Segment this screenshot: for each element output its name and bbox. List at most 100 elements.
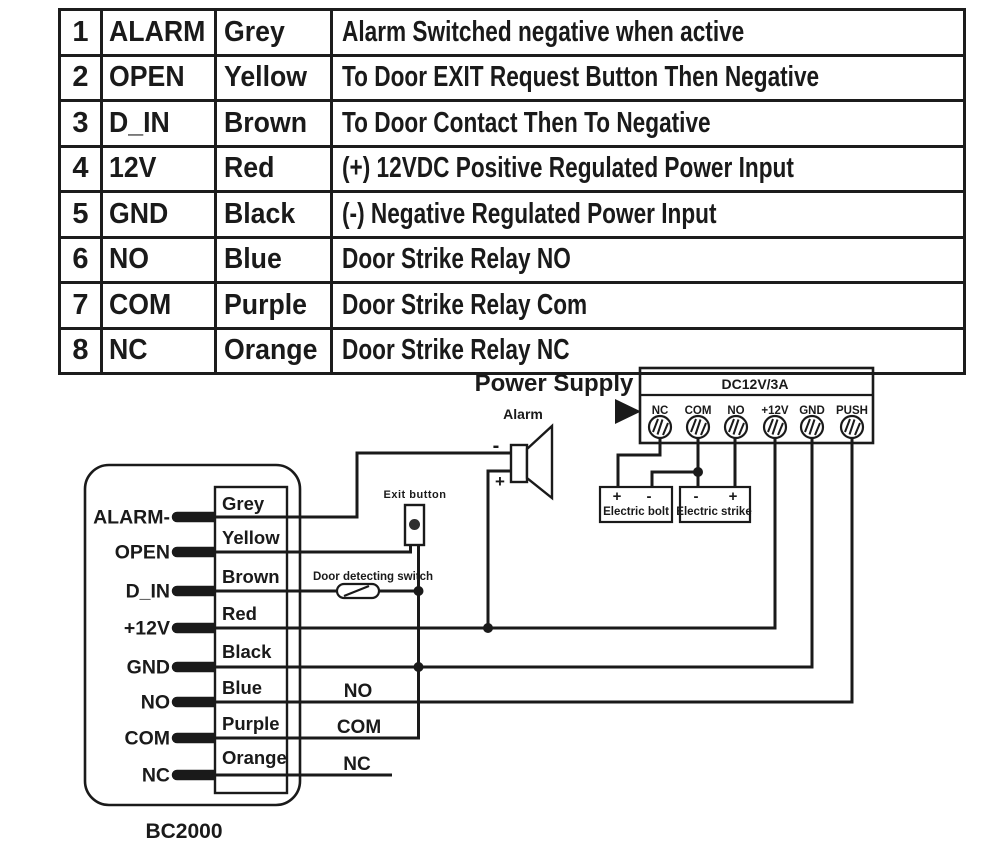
table-row: 6 NO Blue Door Strike Relay NO [58, 235, 966, 284]
table-row: 4 12V Red (+) 12VDC Positive Regulated P… [58, 144, 966, 193]
pin-label-com: COM [125, 728, 171, 750]
controller-box [83, 463, 302, 807]
pin-definition-table: 1 ALARM Grey Alarm Switched negative whe… [58, 8, 966, 375]
purple-com-wire [215, 545, 420, 740]
wire-color: Yellow [213, 53, 333, 102]
wire-label-orange: Orange [222, 747, 287, 768]
pin-number: 5 [58, 190, 103, 239]
pin-name: GND [100, 190, 217, 239]
pin-description: To Door EXIT Request Button Then Negativ… [329, 53, 966, 102]
pin-description: To Door Contact Then To Negative [329, 99, 966, 148]
bolt-plus-sign: + [613, 488, 622, 505]
junction-dot [693, 467, 703, 477]
screw-terminal-icon [799, 414, 825, 440]
grey-alarm-wire [215, 451, 512, 519]
screw-terminals [647, 414, 865, 440]
terminal-label-push: PUSH [836, 405, 868, 417]
red-12v-wire [215, 432, 777, 630]
wire-label-grey: Grey [222, 493, 265, 514]
table-row: 3 D_IN Brown To Door Contact Then To Neg… [58, 99, 966, 148]
pin-number: 4 [58, 144, 103, 193]
junction-dots [413, 467, 703, 672]
button-icon [409, 519, 420, 530]
psu-box [638, 366, 875, 445]
pin-name: ALARM [100, 8, 217, 57]
pin-label-nc: NC [142, 765, 170, 787]
connector-strip [213, 485, 289, 795]
pin-description: Door Strike Relay Com [329, 281, 966, 330]
pin-label-alarm: ALARM- [93, 507, 170, 529]
relay-wire-label-no: NO [344, 681, 373, 702]
electric-bolt-label: Electric bolt [603, 506, 669, 518]
pin-name: OPEN [100, 53, 217, 102]
electric-strike-label: Electric strike [676, 506, 751, 518]
relay-wire-label-nc: NC [343, 754, 371, 775]
pin-name: NO [100, 235, 217, 284]
terminal-label-gnd: GND [799, 405, 825, 417]
table-row: 5 GND Black (-) Negative Regulated Power… [58, 190, 966, 239]
power-supply-label: Power Supply [475, 370, 634, 397]
electric-bolt-box [598, 485, 674, 524]
wire-label-blue: Blue [222, 677, 262, 698]
pin-description: Alarm Switched negative when active [329, 8, 966, 57]
power-supply-unit [615, 366, 875, 445]
electric-strike-box [678, 485, 752, 524]
pin-number: 6 [58, 235, 103, 284]
pin-number: 2 [58, 53, 103, 102]
switch-blade [343, 584, 370, 598]
pin-number: 3 [58, 99, 103, 148]
pin-number: 1 [58, 8, 103, 57]
wire-lugs [171, 511, 220, 781]
terminal-label-12v: +12V [761, 405, 789, 417]
screw-terminal-icon [723, 414, 749, 440]
relay-wire-label-com: COM [337, 717, 381, 738]
pin-name: D_IN [100, 99, 217, 148]
door-switch [335, 582, 381, 600]
pin-description: (-) Negative Regulated Power Input [329, 190, 966, 239]
table-row: 2 OPEN Yellow To Door EXIT Request Butto… [58, 53, 966, 102]
alarm-minus-sign: - [493, 435, 500, 457]
screw-terminal-icon [839, 414, 865, 440]
wire-color: Blue [213, 235, 333, 284]
table-row: 1 ALARM Grey Alarm Switched negative whe… [58, 8, 966, 57]
wire-label-yellow: Yellow [222, 527, 280, 548]
pin-name: 12V [100, 144, 217, 193]
wire-color: Orange [213, 326, 333, 375]
alarm-speaker [509, 423, 554, 501]
yellow-open-wire [215, 545, 412, 554]
pin-name: NC [100, 326, 217, 375]
speaker-horn-icon [525, 423, 554, 501]
controller-name-label: BC2000 [145, 820, 222, 843]
screw-terminal-icon [685, 414, 711, 440]
pin-name: COM [100, 281, 217, 330]
wire-color: Red [213, 144, 333, 193]
psu-model-label: DC12V/3A [722, 376, 789, 392]
alarm-label: Alarm [503, 406, 543, 422]
junction-dot [413, 586, 424, 596]
alarm-plus-sign: + [495, 472, 505, 491]
door-switch-label: Door detecting switch [313, 571, 433, 583]
pin-label-12v: +12V [124, 618, 170, 640]
screw-terminal-icon [762, 414, 788, 440]
wire-color: Grey [213, 8, 333, 57]
pin-label-open: OPEN [115, 542, 170, 564]
wire-label-brown: Brown [222, 566, 280, 587]
wire-label-red: Red [222, 603, 257, 624]
wire-color: Brown [213, 99, 333, 148]
blue-no-wire [215, 432, 854, 704]
wire-color: Purple [213, 281, 333, 330]
wire-label-black: Black [222, 641, 272, 662]
strike-minus-sign: - [694, 488, 699, 505]
bolt-minus-sign: - [647, 488, 652, 505]
com-terminal-wire [650, 432, 700, 490]
pin-number: 7 [58, 281, 103, 330]
terminal-label-nc: NC [652, 405, 669, 417]
terminal-label-com: COM [685, 405, 712, 417]
arrow-icon [615, 399, 641, 424]
exit-button-label: Exit button [384, 489, 447, 501]
speaker-plus-wire [486, 469, 512, 628]
pin-description: (+) 12VDC Positive Regulated Power Input [329, 144, 966, 193]
junction-dot [413, 662, 424, 672]
